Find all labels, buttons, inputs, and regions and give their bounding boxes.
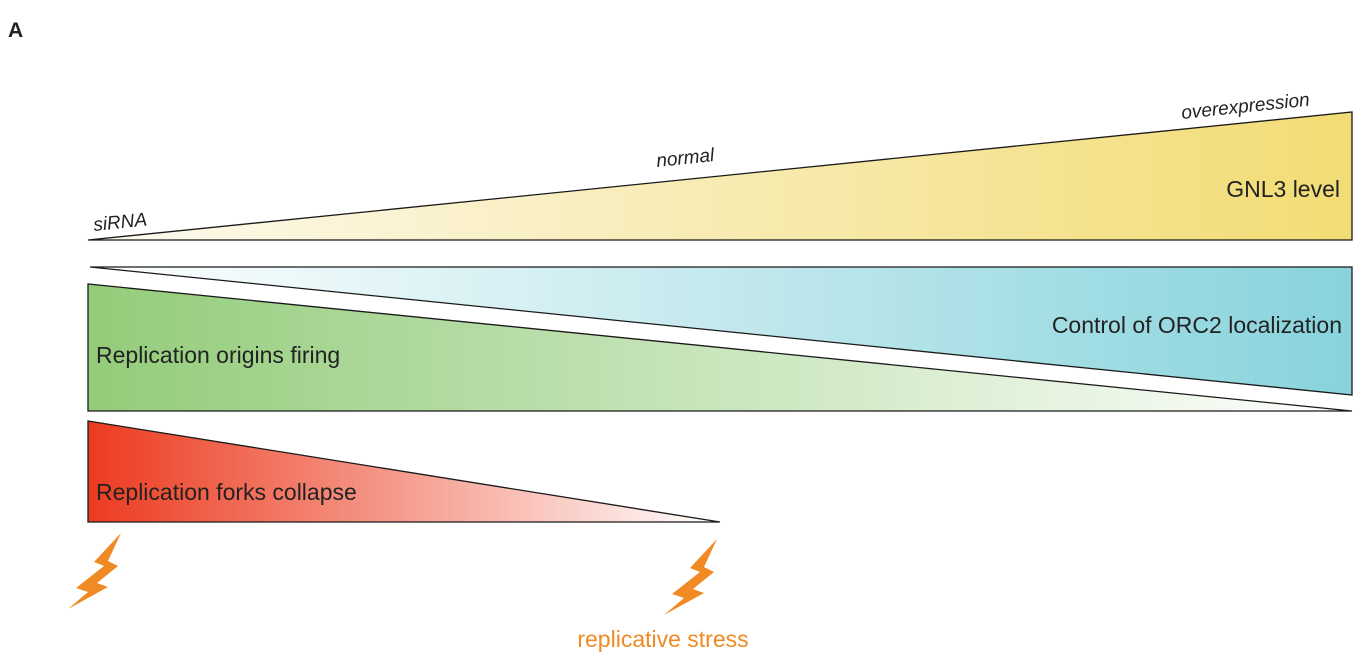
panel-label: A: [8, 19, 23, 42]
replicative-stress-label: replicative stress: [577, 626, 748, 652]
sirna-label: siRNA: [92, 209, 148, 236]
origins-firing-wedge: [87, 283, 1353, 412]
orc2-localization-label: Control of ORC2 localization: [1052, 312, 1342, 338]
forks-collapse-wedge: [87, 420, 721, 523]
lightning-bolt-icon: [68, 533, 121, 609]
gnl3-level-label: GNL3 level: [1226, 176, 1340, 202]
forks-collapse-label: Replication forks collapse: [96, 479, 357, 505]
origins-firing-label: Replication origins firing: [96, 342, 340, 368]
lightning-bolt-icon: [664, 539, 717, 615]
orc2-localization-wedge: [89, 266, 1353, 396]
normal-label: normal: [655, 145, 716, 172]
gnl3-level-wedge: [87, 111, 1353, 241]
